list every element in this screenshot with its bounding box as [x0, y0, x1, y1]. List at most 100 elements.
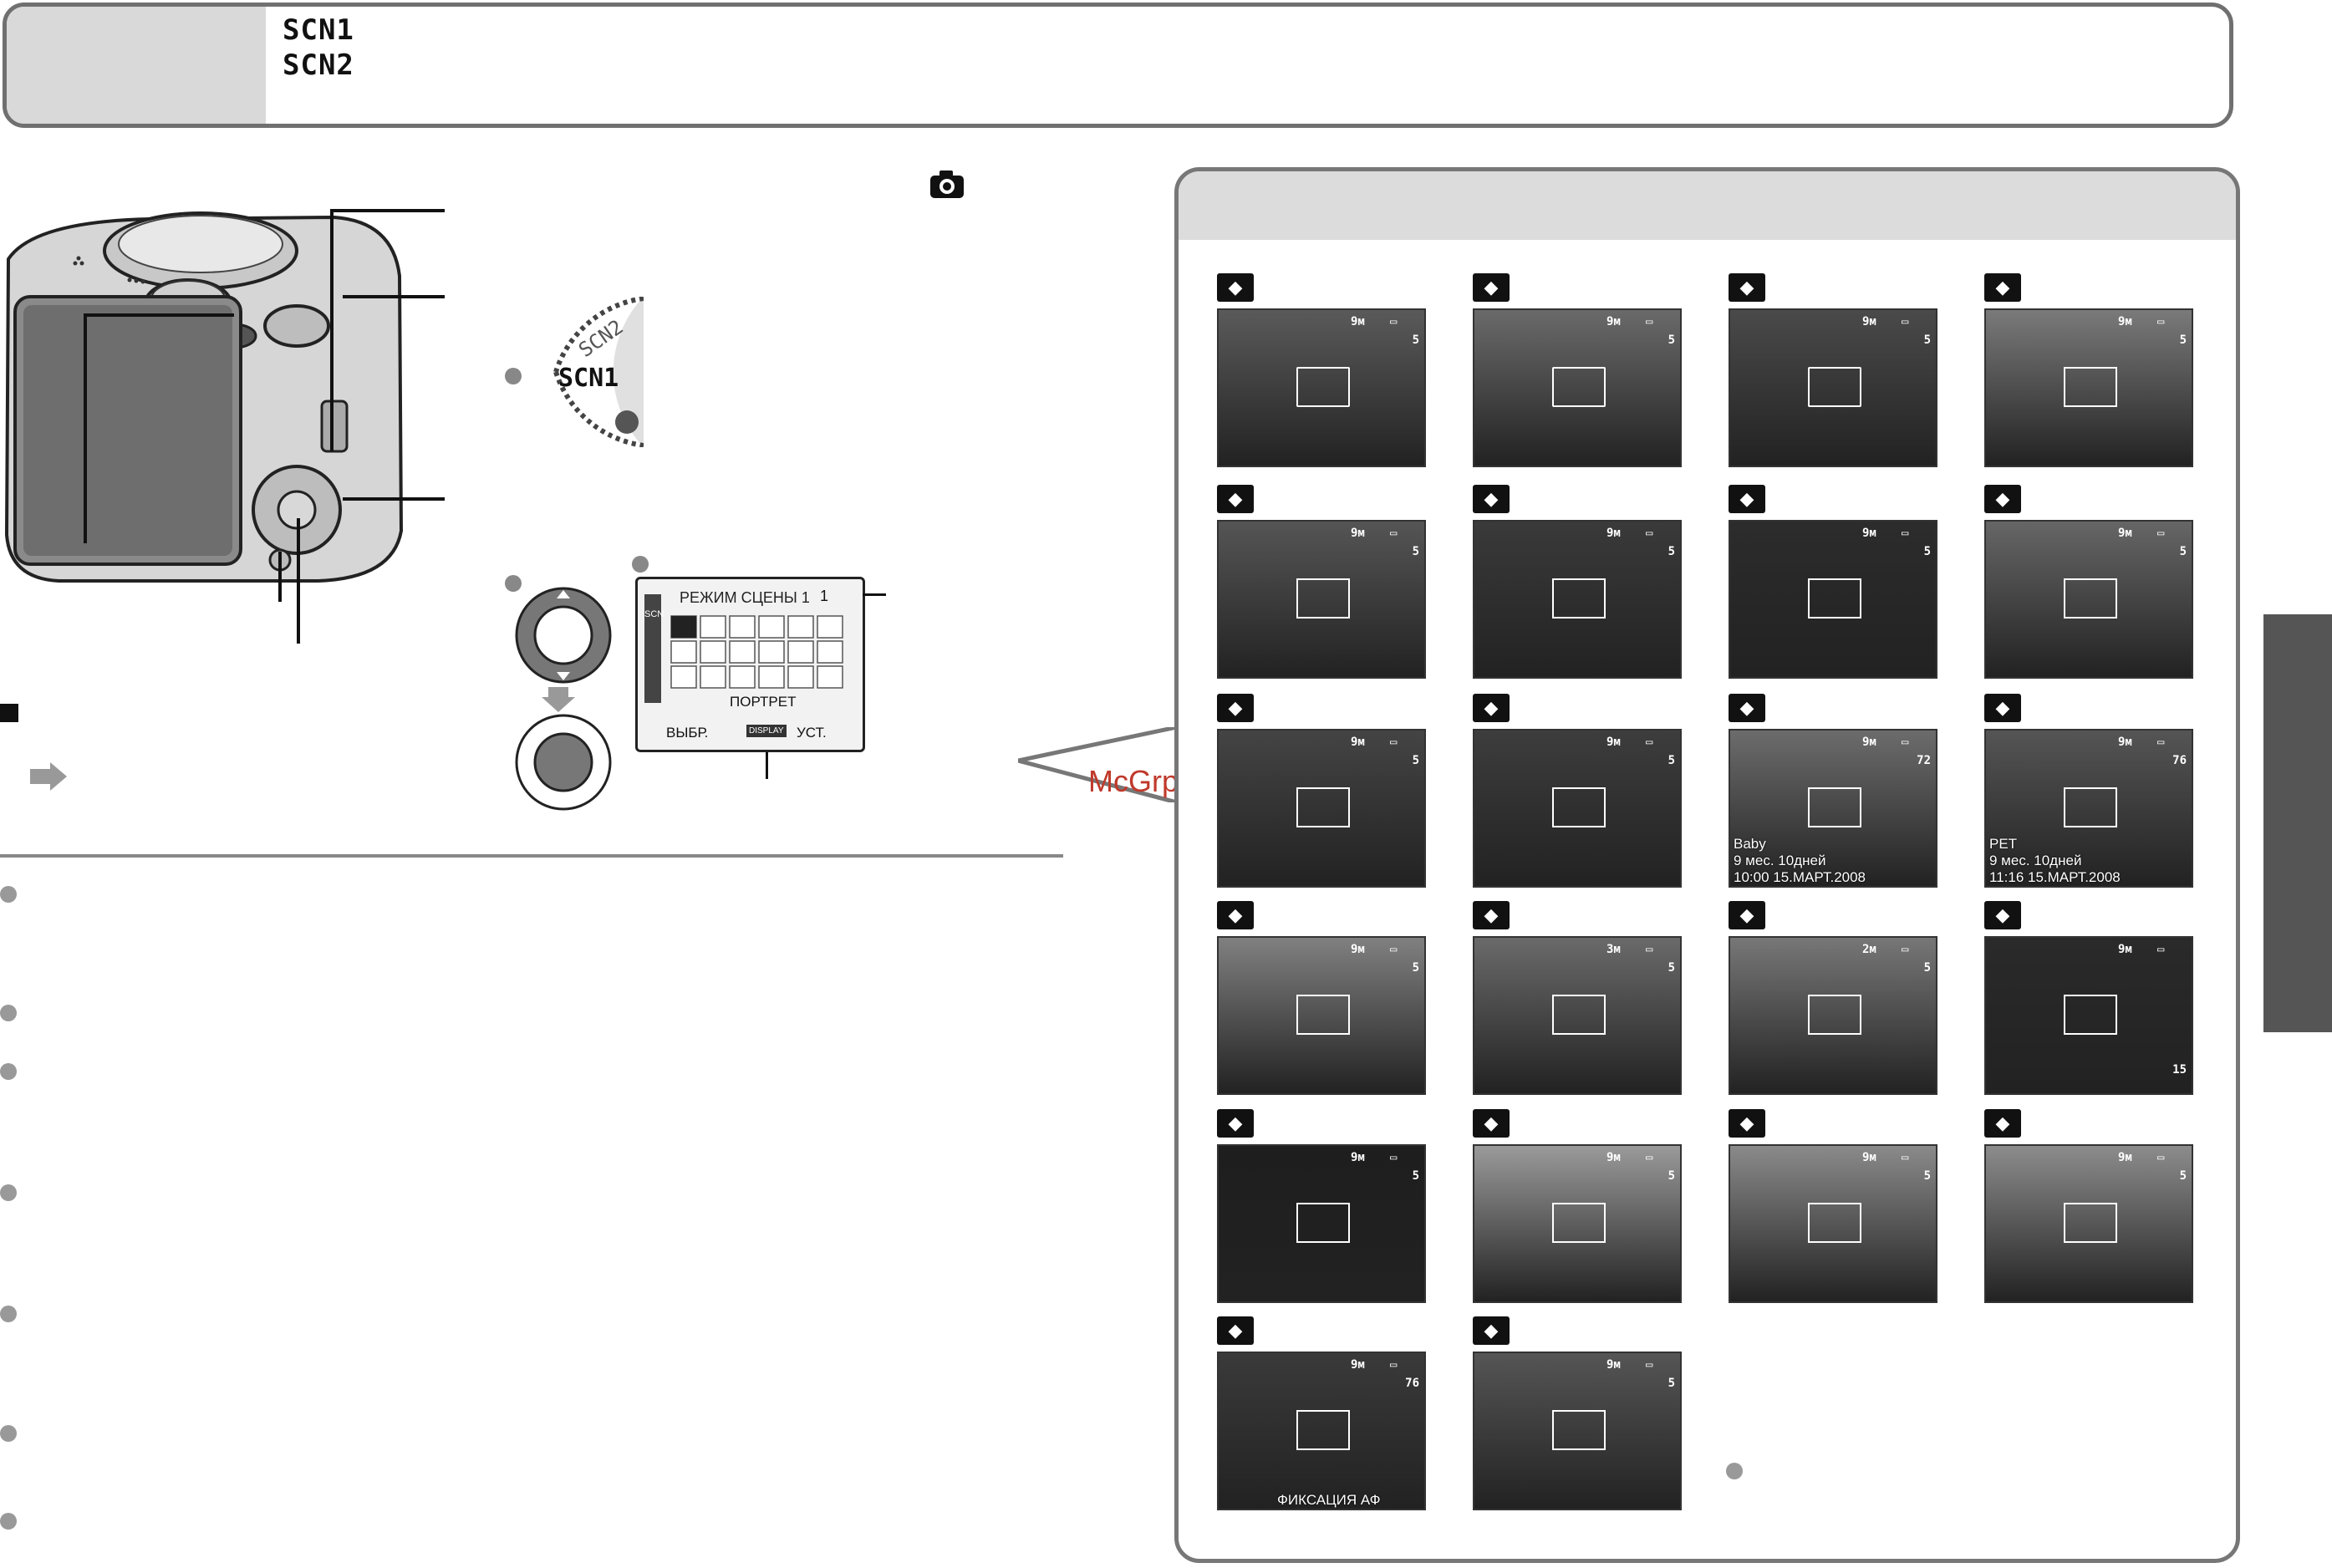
resolution-indicator: 9м [1351, 527, 1365, 540]
sunset-icon: ◆ [1217, 901, 1254, 929]
camera-illustration [0, 201, 410, 593]
resolution-indicator: 9м [1862, 736, 1876, 749]
cursor-buttons[interactable] [513, 585, 614, 685]
battery-icon: ▭ [2157, 736, 2165, 749]
callout-line-2 [343, 295, 445, 298]
scene-thumbnail: 9м▭5 [1984, 1144, 2193, 1303]
arrow-right-icon [30, 762, 67, 791]
menu-tab-scn[interactable]: SCN [644, 609, 664, 619]
battery-icon: ▭ [1902, 736, 1909, 749]
menu-title: РЕЖИМ СЦЕНЫ 1 [680, 589, 810, 606]
underwater-icon: ◆ [1217, 1316, 1254, 1345]
battery-icon: ▭ [1390, 1151, 1398, 1164]
soft-skin-icon: ◆ [1473, 273, 1510, 302]
picture-count: 5 [1412, 961, 1419, 975]
picture-count: 76 [2172, 754, 2187, 767]
scene-menu-screen: SCN РЕЖИМ СЦЕНЫ 1 1 ПОРТРЕТ ВЫБР. DISPLA… [635, 577, 865, 752]
picture-count: 5 [1668, 1377, 1675, 1390]
scene-thumbnail: 9м▭5 [1217, 520, 1426, 679]
scene-thumbnail: 9м▭5 [1729, 1144, 1937, 1303]
battery-icon: ▭ [1646, 943, 1653, 956]
picture-count: 5 [1412, 1169, 1419, 1183]
battery-icon: ▭ [2157, 943, 2165, 956]
af-frame [1552, 578, 1606, 619]
bullet-dot [0, 1425, 17, 1442]
mode-dial[interactable]: SCN2 SCN1 [552, 296, 644, 448]
bullet-dot [0, 886, 17, 903]
battery-icon: ▭ [1646, 315, 1653, 328]
beach-icon: ◆ [1473, 1109, 1510, 1138]
camera-icon [929, 169, 965, 199]
battery-icon: ▭ [1902, 1151, 1909, 1164]
thumbnail-caption: 10:00 15.МАРТ.2008 [1734, 869, 1866, 885]
menu-set-label: УСТ. [797, 725, 827, 741]
section-divider [0, 854, 1063, 858]
self-portrait-icon: ◆ [1729, 273, 1765, 302]
baby-icon: ◆ [1729, 694, 1765, 722]
step-dot-1 [505, 368, 522, 384]
callout-pointer [1017, 725, 1178, 805]
battery-icon: ▭ [1902, 527, 1909, 540]
menu-set-button[interactable] [513, 712, 614, 812]
picture-count: 5 [1923, 961, 1931, 975]
picture-count: 72 [1917, 754, 1931, 767]
scene-thumbnail: 9м▭5 [1473, 520, 1682, 679]
battery-icon: ▭ [2157, 527, 2165, 540]
resolution-indicator: 9м [1862, 315, 1876, 328]
scene-thumbnail: 9м▭5 [1217, 308, 1426, 467]
battery-icon: ▭ [1390, 943, 1398, 956]
battery-icon: ▭ [2157, 315, 2165, 328]
resolution-indicator: 9м [1351, 1358, 1365, 1372]
header-gray-block [7, 7, 266, 124]
af-frame [2064, 367, 2117, 407]
scene-modes-panel: ◆9м▭5◆9м▭5◆9м▭5◆9м▭5◆9м▭5◆9м▭5◆9м▭5◆9м▭5… [1174, 167, 2240, 1563]
callout-line-btn1 [278, 552, 282, 602]
fireworks-icon: ◆ [1217, 1109, 1254, 1138]
side-tab [2263, 614, 2332, 1032]
callout-line-1v [330, 209, 334, 451]
picture-count: 5 [1412, 333, 1419, 347]
af-frame [1552, 1203, 1606, 1243]
battery-icon: ▭ [1646, 1358, 1653, 1372]
picture-count: 5 [1412, 545, 1419, 558]
resolution-indicator: 9м [1606, 1358, 1621, 1372]
mode-label-scn1: SCN1 [283, 13, 354, 47]
battery-icon: ▭ [1646, 736, 1653, 749]
menu-page-number: 1 [820, 588, 829, 604]
callout-line-mode-h [84, 313, 234, 317]
picture-count: 76 [1405, 1377, 1419, 1390]
menu-icon-grid[interactable] [670, 614, 845, 690]
picture-count: 5 [1923, 333, 1931, 347]
af-frame [1296, 367, 1350, 407]
resolution-indicator: 9м [1862, 1151, 1876, 1164]
callout-line-mode [84, 313, 87, 543]
af-frame [1296, 1410, 1350, 1450]
food-icon: ◆ [1984, 485, 2021, 513]
resolution-indicator: 9м [1351, 1151, 1365, 1164]
high-sensitivity-icon: ◆ [1473, 901, 1510, 929]
section-square-icon [0, 704, 18, 722]
scene-thumbnail: 9м▭5 [1473, 729, 1682, 888]
resolution-indicator: 9м [1351, 315, 1365, 328]
aerial-photo-icon: ◆ [1984, 1109, 2021, 1138]
af-frame [1296, 995, 1350, 1035]
af-frame [1296, 787, 1350, 827]
callout-line-page [863, 593, 886, 596]
battery-icon: ▭ [1902, 315, 1909, 328]
resolution-indicator: 9м [2118, 315, 2132, 328]
step-dot-2 [505, 575, 522, 592]
thumbnail-caption: PET [1989, 836, 2018, 852]
candle-light-icon: ◆ [1473, 694, 1510, 722]
night-scenery-icon: ◆ [1729, 485, 1765, 513]
battery-icon: ▭ [2157, 1151, 2165, 1164]
af-frame [1552, 1410, 1606, 1450]
bullet-dot [0, 1513, 17, 1530]
af-frame [1552, 787, 1606, 827]
menu-display-button[interactable]: DISPLAY [746, 725, 787, 737]
pet-icon: ◆ [1984, 694, 2021, 722]
af-frame [1808, 578, 1861, 619]
resolution-indicator: 9м [1606, 1151, 1621, 1164]
af-frame [1808, 787, 1861, 827]
arrow-down-icon [542, 687, 575, 712]
